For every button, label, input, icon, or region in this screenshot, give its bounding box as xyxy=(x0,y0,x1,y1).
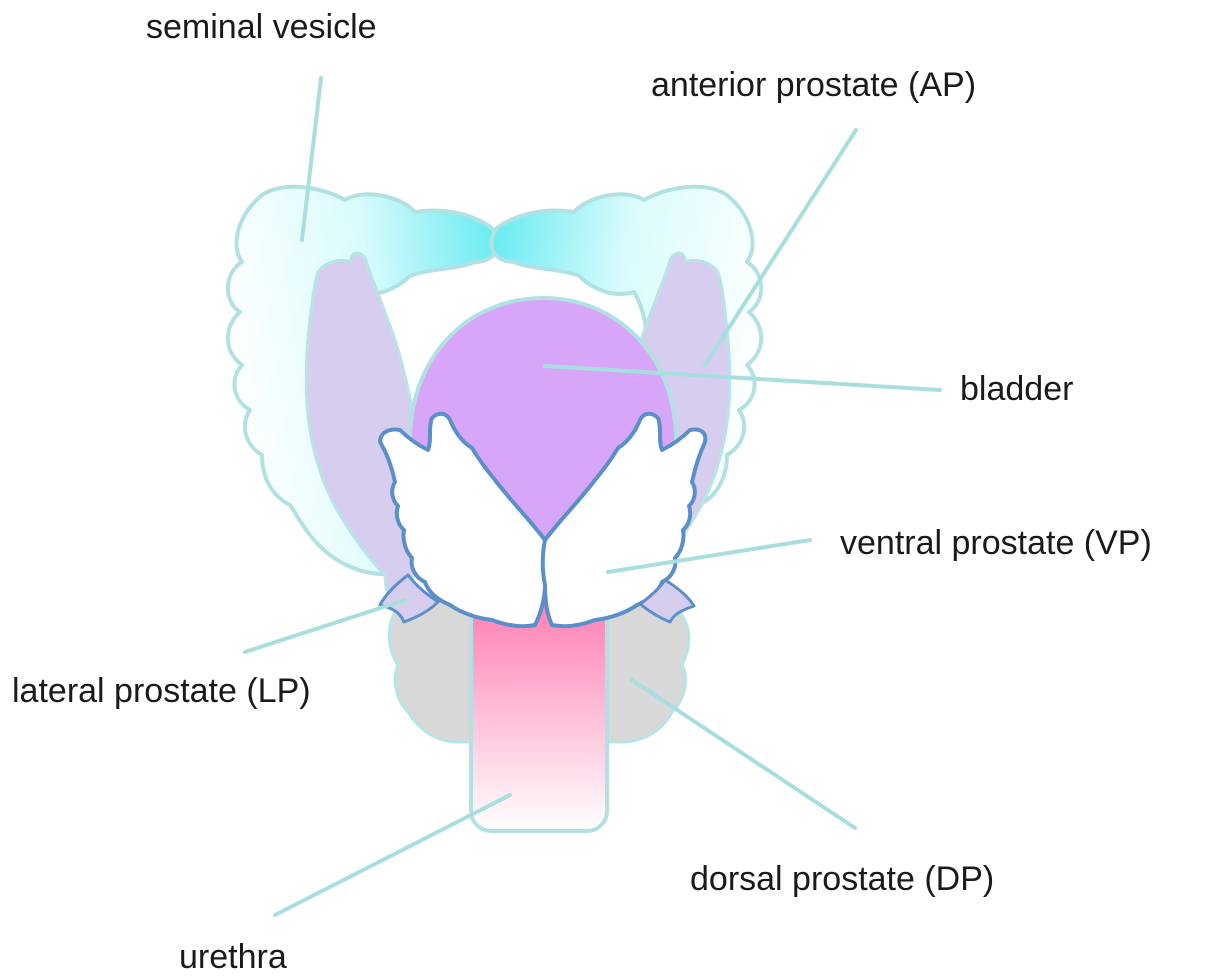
label-lateral-prostate: lateral prostate (LP) xyxy=(12,674,311,708)
leader-dorsal-prostate xyxy=(632,680,855,828)
label-dorsal-prostate: dorsal prostate (DP) xyxy=(690,862,994,896)
label-urethra: urethra xyxy=(179,940,287,974)
leader-urethra xyxy=(275,795,510,915)
label-anterior-prostate: anterior prostate (AP) xyxy=(651,68,976,102)
label-ventral-prostate: ventral prostate (VP) xyxy=(840,526,1152,560)
label-bladder: bladder xyxy=(960,372,1073,406)
label-seminal-vesicle: seminal vesicle xyxy=(146,10,377,44)
leader-lateral-prostate xyxy=(245,600,405,652)
urethra-shape xyxy=(471,598,607,831)
